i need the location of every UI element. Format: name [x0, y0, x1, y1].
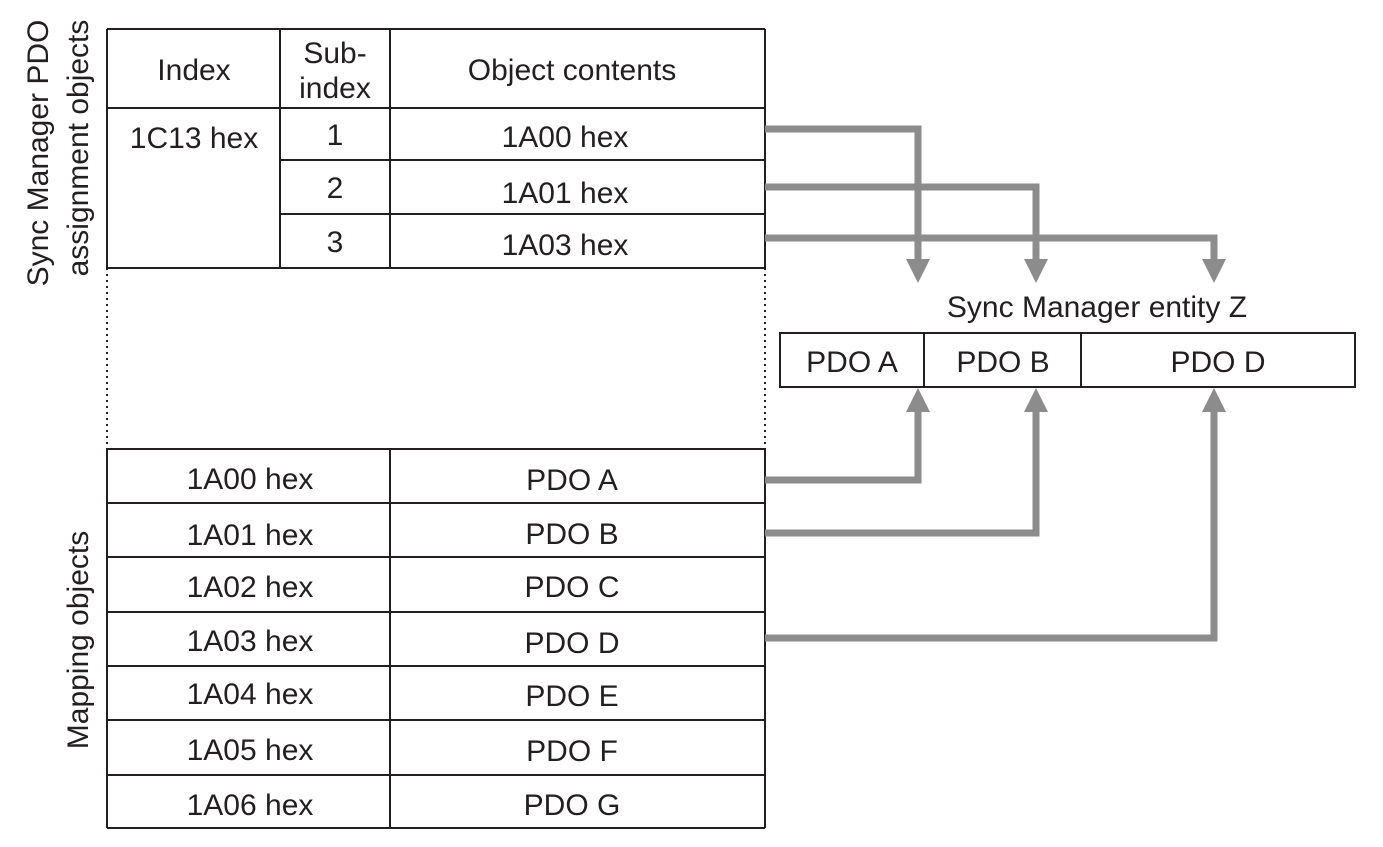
- assignment-row-contents: 1A00 hex: [502, 121, 629, 154]
- assignment-row-subindex: 3: [327, 226, 344, 259]
- mapping-row-index: 1A00 hex: [187, 463, 314, 496]
- header-subindex-line2: index: [299, 72, 371, 105]
- assignment-row-subindex: 2: [327, 172, 344, 205]
- mapping-row-pdo: PDO E: [525, 680, 618, 713]
- connector-map-pdo-a: [765, 410, 922, 484]
- sync-manager-entity: Sync Manager entity Z PDO A PDO B PDO D: [779, 291, 1356, 388]
- arrowhead-down: [906, 259, 930, 283]
- connector-assign-pdo-d: [765, 234, 1218, 262]
- header-object-contents: Object contents: [468, 54, 676, 87]
- sync-manager-title: Sync Manager entity Z: [947, 291, 1247, 324]
- mapping-row-pdo: PDO F: [526, 735, 618, 768]
- table-gap-dotted-edges: [106, 268, 766, 449]
- mapping-row-pdo: PDO G: [524, 789, 621, 822]
- sync-manager-slot: PDO B: [956, 346, 1049, 379]
- arrowhead-up: [906, 388, 930, 412]
- arrowhead-up: [1202, 388, 1226, 412]
- connector-map-pdo-b: [765, 410, 1040, 537]
- mapping-row-pdo: PDO A: [526, 464, 618, 497]
- assignment-index-value: 1C13 hex: [130, 122, 258, 155]
- mapping-row-pdo: PDO D: [524, 627, 619, 660]
- mapping-row-pdo: PDO C: [524, 571, 619, 604]
- header-index: Index: [157, 54, 230, 87]
- connector-assign-pdo-a: [765, 125, 922, 262]
- side-label-assignment-line1: Sync Manager PDO: [22, 20, 55, 287]
- mapping-row-index: 1A01 hex: [187, 519, 314, 552]
- side-label-mapping: Mapping objects: [62, 531, 95, 749]
- assignment-table: Index Sub- index Object contents 1C13 he…: [106, 28, 766, 269]
- connector-arrows: [765, 125, 1226, 642]
- assignment-row-subindex: 1: [327, 119, 344, 152]
- mapping-row-index: 1A06 hex: [187, 789, 314, 822]
- assignment-row-contents: 1A01 hex: [502, 177, 629, 210]
- mapping-row-index: 1A02 hex: [187, 571, 314, 604]
- sync-manager-slot: PDO A: [806, 346, 898, 379]
- mapping-row-index: 1A05 hex: [187, 734, 314, 767]
- mapping-row-index: 1A04 hex: [187, 678, 314, 711]
- connector-assign-pdo-b: [765, 183, 1040, 262]
- mapping-row-pdo: PDO B: [525, 518, 618, 551]
- sync-manager-slot: PDO D: [1170, 346, 1265, 379]
- side-label-assignment-line2: assignment objects: [62, 20, 95, 277]
- arrowhead-down: [1202, 259, 1226, 283]
- arrowhead-down: [1024, 259, 1048, 283]
- header-subindex-line1: Sub-: [303, 37, 366, 70]
- assignment-row-contents: 1A03 hex: [502, 229, 629, 262]
- mapping-table: 1A00 hex PDO A 1A01 hex PDO B 1A02 hex P…: [106, 448, 766, 829]
- connector-map-pdo-d: [765, 410, 1218, 642]
- mapping-row-index: 1A03 hex: [187, 625, 314, 658]
- arrowhead-up: [1024, 388, 1048, 412]
